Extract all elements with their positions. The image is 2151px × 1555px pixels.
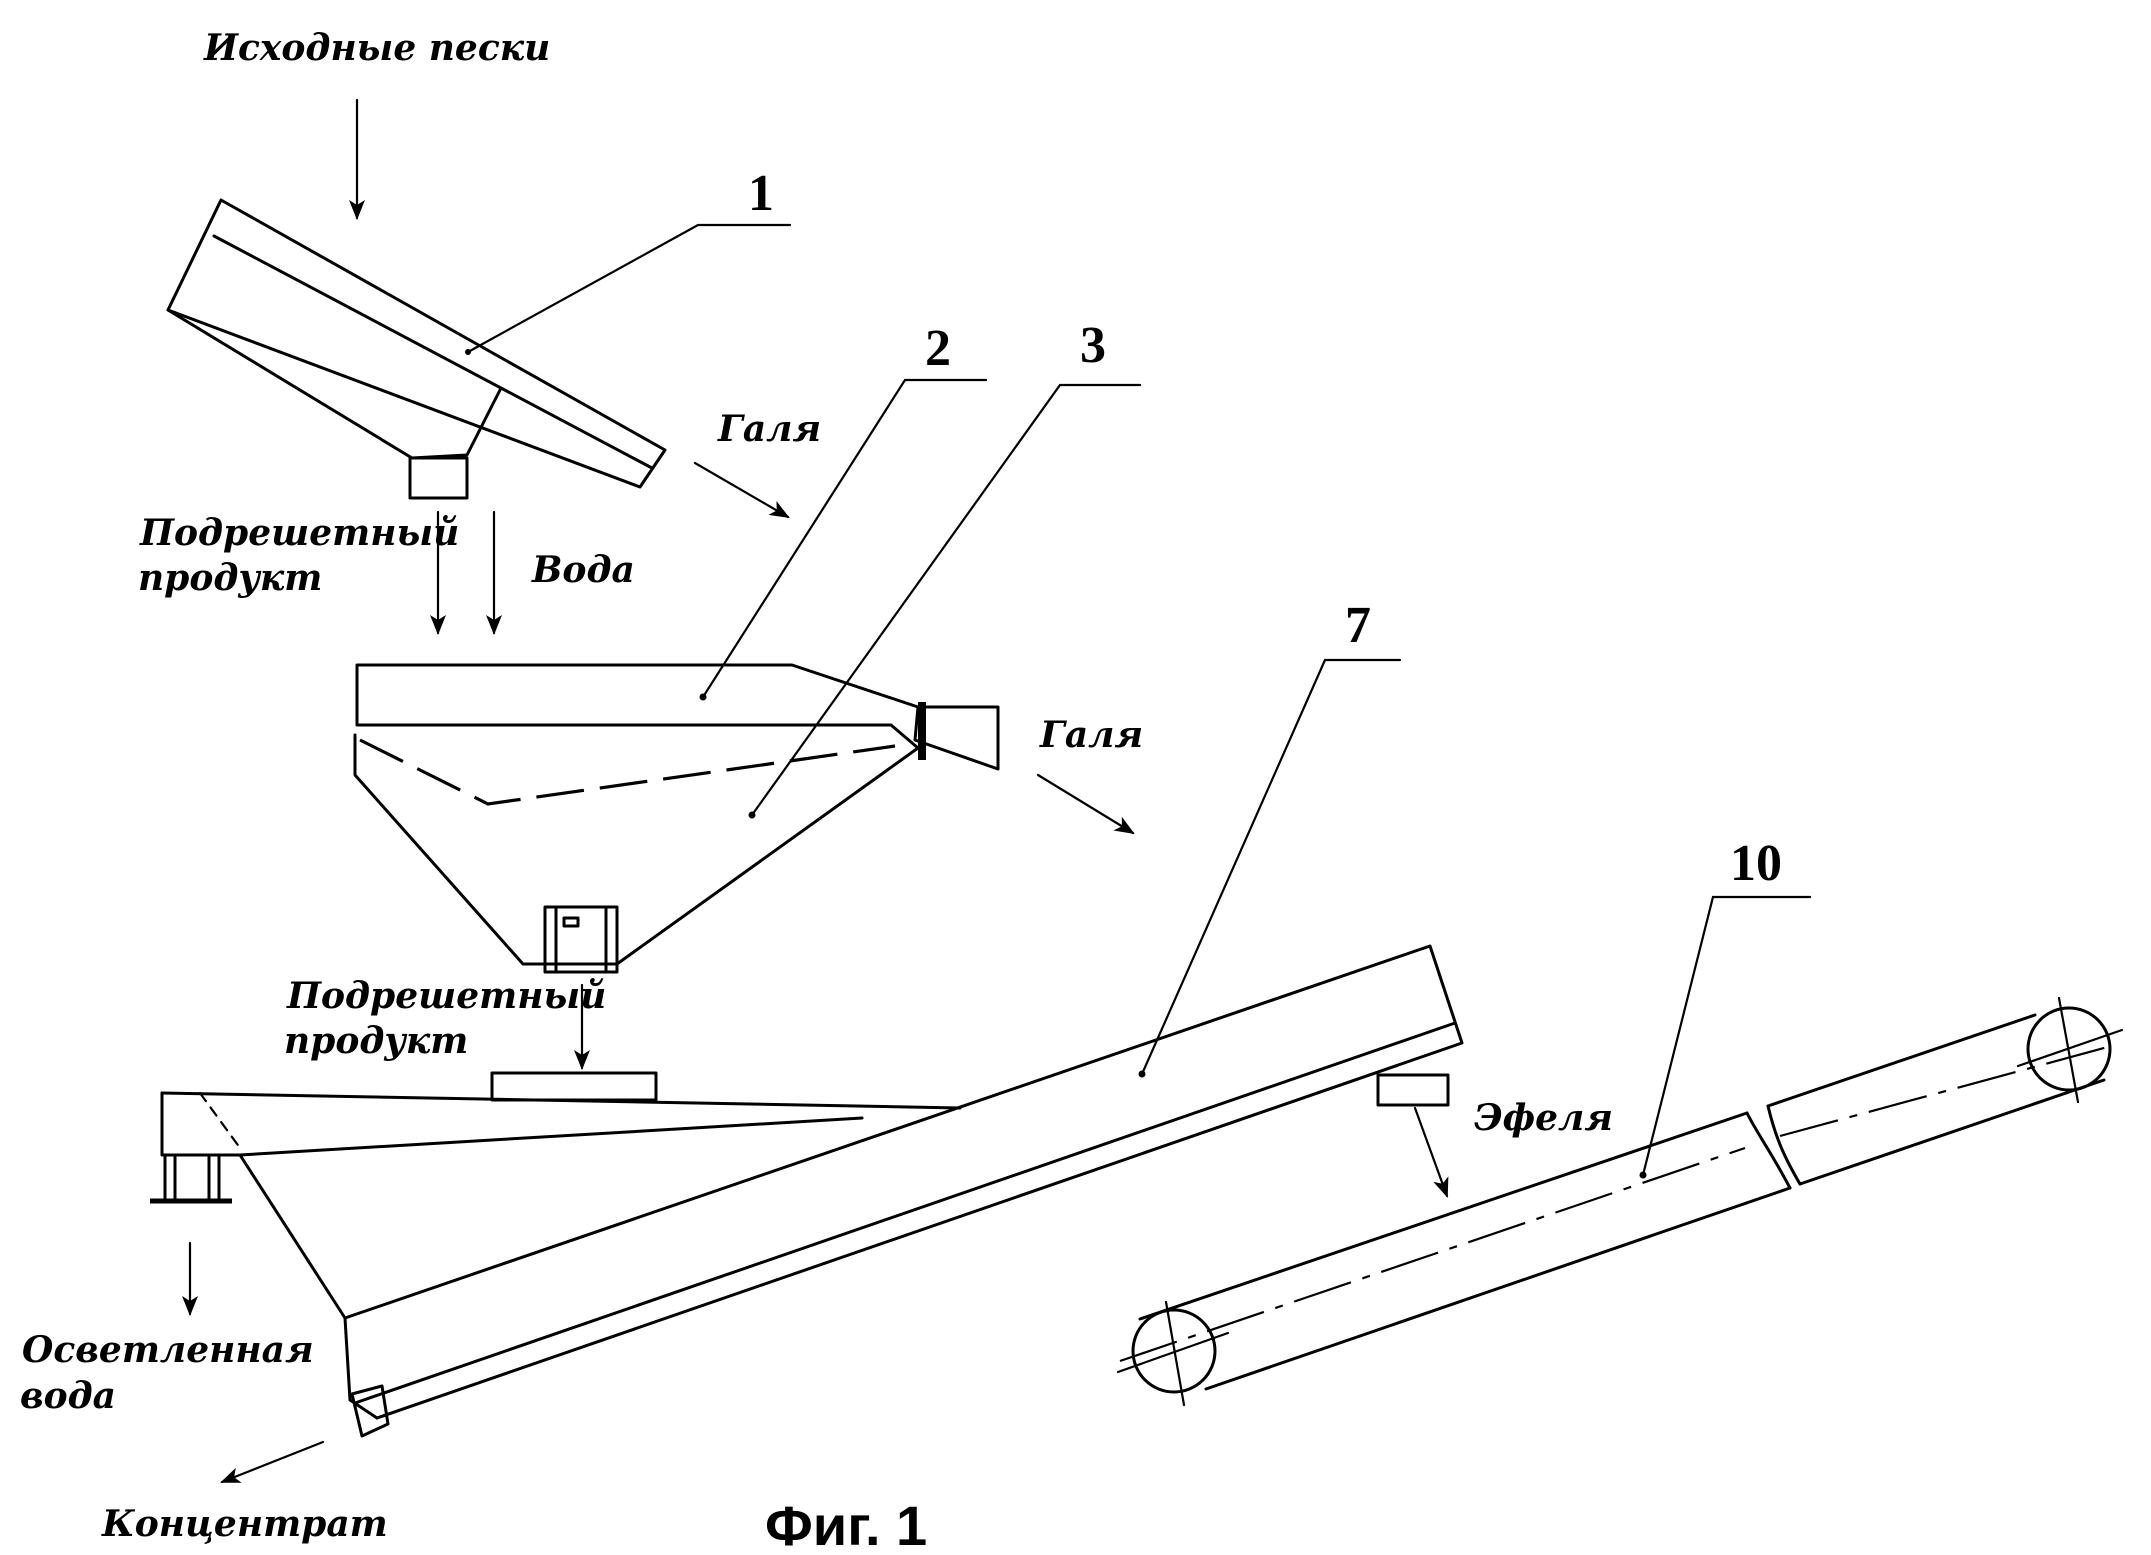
label-undersize-1-line2: продукт bbox=[138, 557, 322, 599]
label-pebbles-2: Галя bbox=[1039, 714, 1143, 756]
label-undersize-2-line2: продукт bbox=[284, 1020, 468, 1062]
pebbles-1-arrow bbox=[695, 463, 788, 517]
fines-arrow bbox=[1415, 1108, 1447, 1196]
flow-arrows bbox=[190, 100, 1447, 1482]
concentrate-arrow bbox=[222, 1442, 323, 1482]
conveyor-10 bbox=[1118, 998, 2122, 1405]
callout-7: 7 bbox=[1345, 597, 1371, 654]
flow-labels: Исходные пески Галя Подрешетный продукт … bbox=[20, 27, 1613, 1545]
callout-1: 1 bbox=[748, 165, 774, 222]
label-undersize-1-line1: Подрешетный bbox=[139, 512, 459, 554]
inclined-screen-1 bbox=[168, 200, 665, 498]
callout-leaders bbox=[465, 225, 1810, 1179]
callout-2: 2 bbox=[925, 320, 951, 377]
label-concentrate: Концентрат bbox=[101, 1503, 388, 1545]
callout-3: 3 bbox=[1080, 317, 1106, 374]
callout-10: 10 bbox=[1730, 835, 1782, 892]
figure-caption: Фиг. 1 bbox=[765, 1494, 927, 1555]
label-fines: Эфеля bbox=[1474, 1097, 1613, 1139]
water-outlet-pipe bbox=[150, 1155, 232, 1201]
callout-numbers: 1 2 3 7 10 bbox=[748, 165, 1782, 892]
label-water: Вода bbox=[531, 549, 635, 591]
pebbles-2-arrow bbox=[1038, 775, 1133, 833]
label-clarified-water-line1: Осветленная bbox=[22, 1329, 314, 1371]
label-pebbles-1: Галя bbox=[717, 408, 821, 450]
hopper-3 bbox=[355, 735, 918, 972]
label-clarified-water-line2: вода bbox=[20, 1375, 116, 1417]
label-undersize-2-line1: Подрешетный bbox=[286, 975, 606, 1017]
drum-screen-2 bbox=[357, 665, 998, 769]
label-source-sand: Исходные пески bbox=[203, 27, 550, 69]
